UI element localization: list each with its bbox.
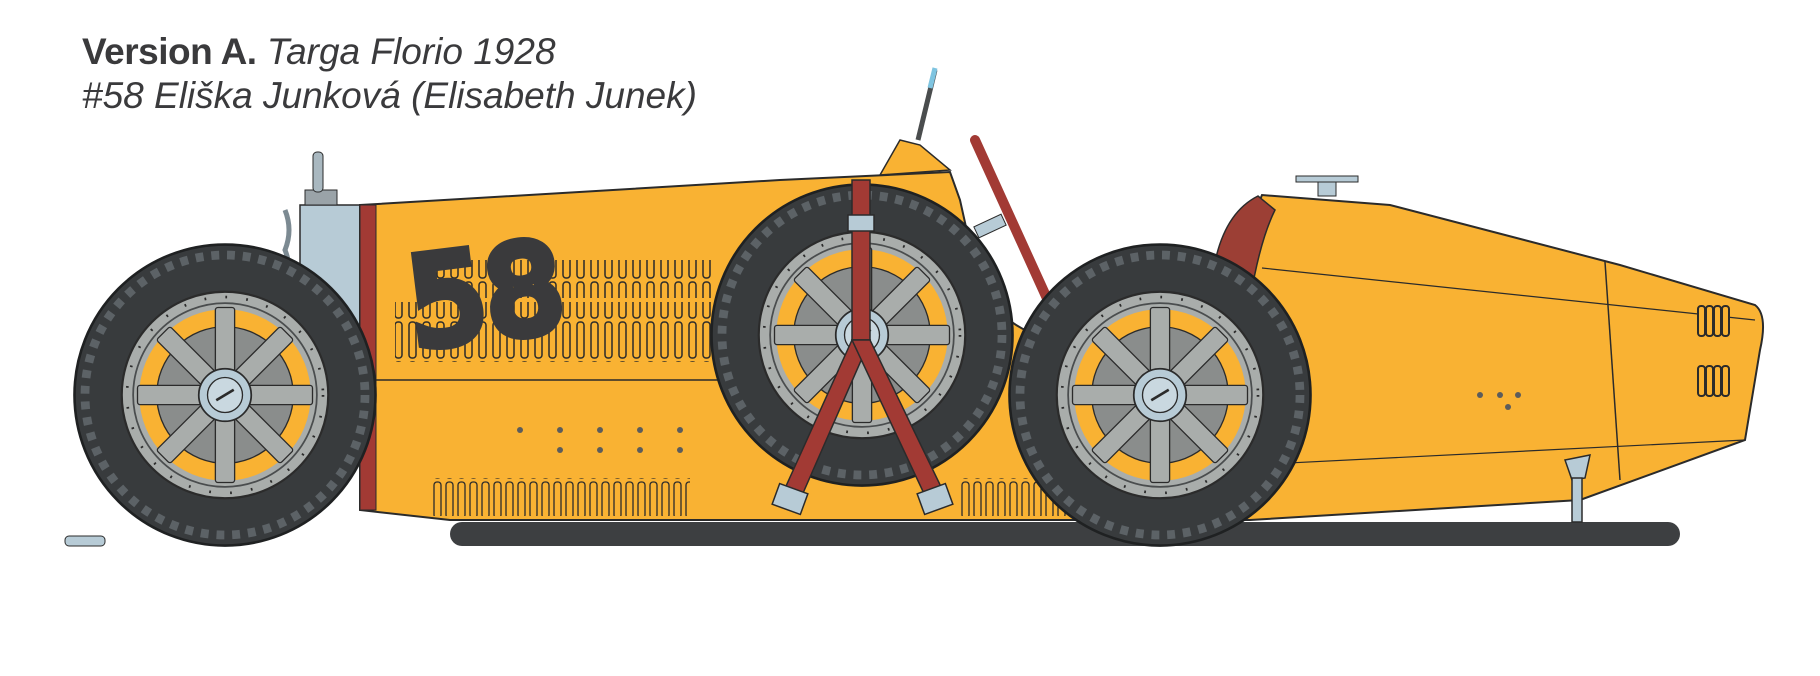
chassis-rail (450, 522, 1680, 546)
front-wheel (75, 245, 376, 546)
driver-label: #58 Eliška Junková (Elisabeth Junek) (82, 74, 697, 116)
rear-jack-stand (1564, 454, 1591, 523)
caption-title: Version A. Targa Florio 1928 (82, 30, 697, 74)
steering-wheel (970, 135, 1055, 310)
starting-handle (64, 535, 106, 547)
caption: Version A. Targa Florio 1928 #58 Eliška … (82, 30, 697, 117)
rear-wheel (1010, 245, 1311, 546)
hood-louvres-upper (435, 260, 715, 298)
version-label: Version A. (82, 31, 257, 72)
hood-louvres-middle (395, 302, 725, 362)
spare-wheel-straps (771, 179, 954, 516)
event-label: Targa Florio 1928 (266, 31, 556, 72)
lower-louvres-front (430, 478, 690, 516)
race-number: 58 (402, 218, 571, 375)
tail-vents (1697, 305, 1730, 397)
fuel-cap (1295, 175, 1359, 197)
